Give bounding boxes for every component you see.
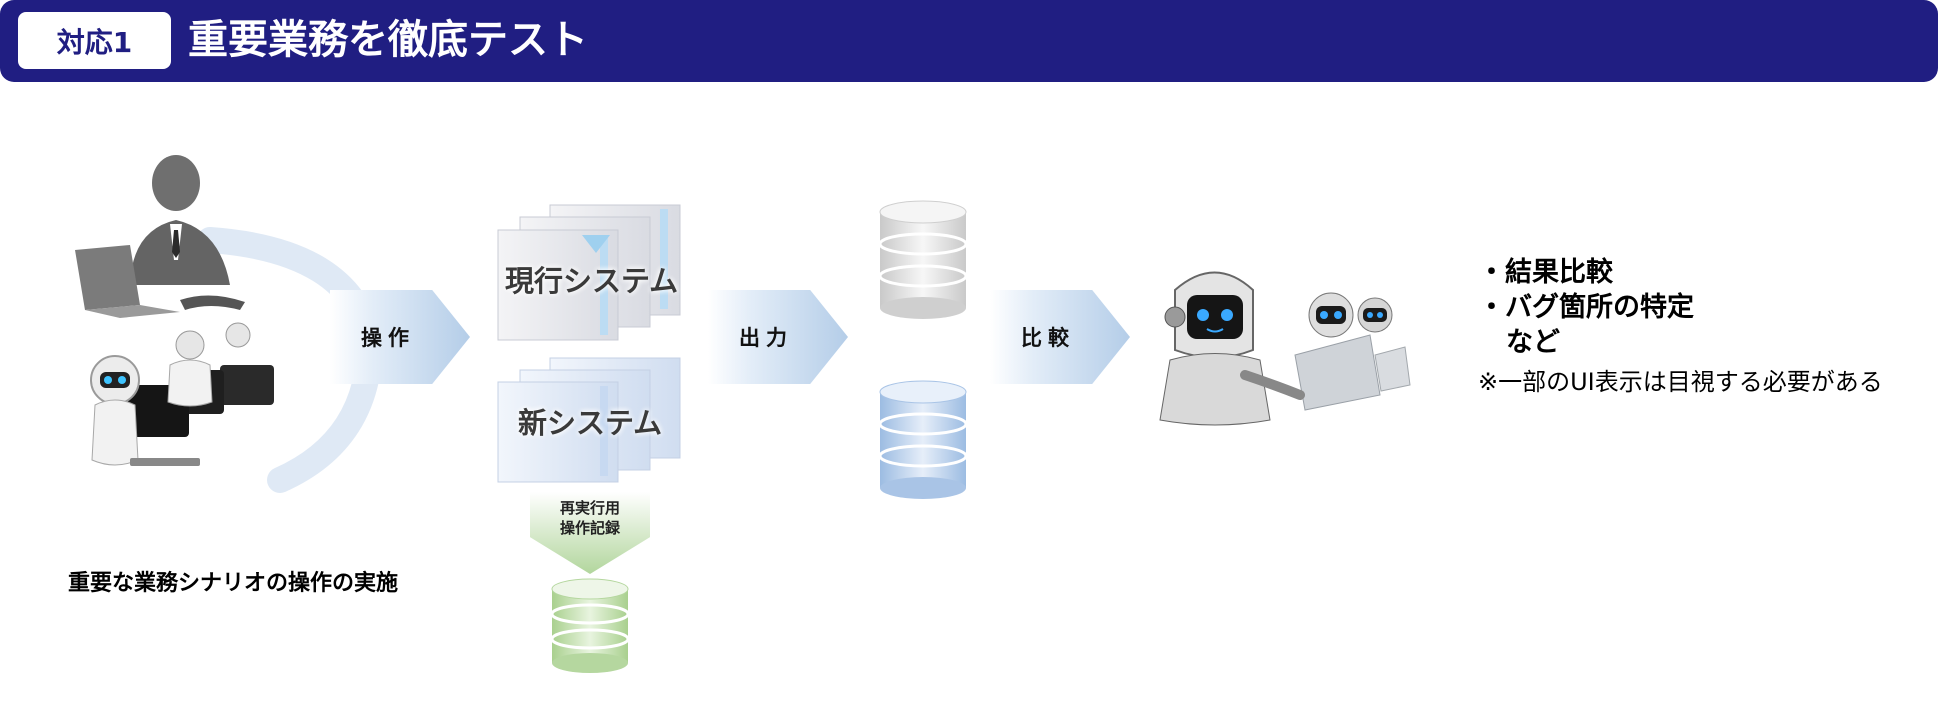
page-title: 重要業務を徹底テスト <box>188 17 588 63</box>
replay-record-line1: 再実行用 <box>559 499 620 517</box>
current-system-servers <box>497 204 681 341</box>
new-system-servers <box>497 357 681 483</box>
step-badge: 対応1 <box>18 12 171 69</box>
bullet-identify-bugs: ・バグ箇所の特定 <box>1478 292 1694 323</box>
bullet-etc: など <box>1506 327 1560 358</box>
arrow-output: 出力 <box>708 290 848 384</box>
header-bar <box>0 0 1938 82</box>
operators-illustration <box>75 155 384 493</box>
bullet-compare-results: ・結果比較 <box>1478 257 1613 288</box>
arrow-replay-record: 再実行用 操作記録 <box>530 492 650 574</box>
gray-database-icon <box>878 200 968 319</box>
blue-database-icon <box>878 380 968 499</box>
server-rack-icon <box>497 357 681 483</box>
server-rack-icon <box>497 204 681 341</box>
current-system-label: 現行システム <box>505 264 679 298</box>
robot-comparing-icon <box>1135 235 1435 435</box>
operators-caption: 重要な業務シナリオの操作の実施 <box>68 571 399 596</box>
new-system-label: 新システム <box>518 406 663 440</box>
robot-operators-icon <box>90 322 274 466</box>
person-at-laptop-icon <box>75 155 245 318</box>
result-bullets: ・結果比較 ・バグ箇所の特定 など <box>1478 255 1694 360</box>
visual-check-note: ※一部のUI表示は目視する必要がある <box>1478 368 1883 396</box>
replay-record-line2: 操作記録 <box>559 519 620 537</box>
arrow-compare: 比較 <box>990 290 1130 384</box>
green-database-icon <box>550 578 630 673</box>
